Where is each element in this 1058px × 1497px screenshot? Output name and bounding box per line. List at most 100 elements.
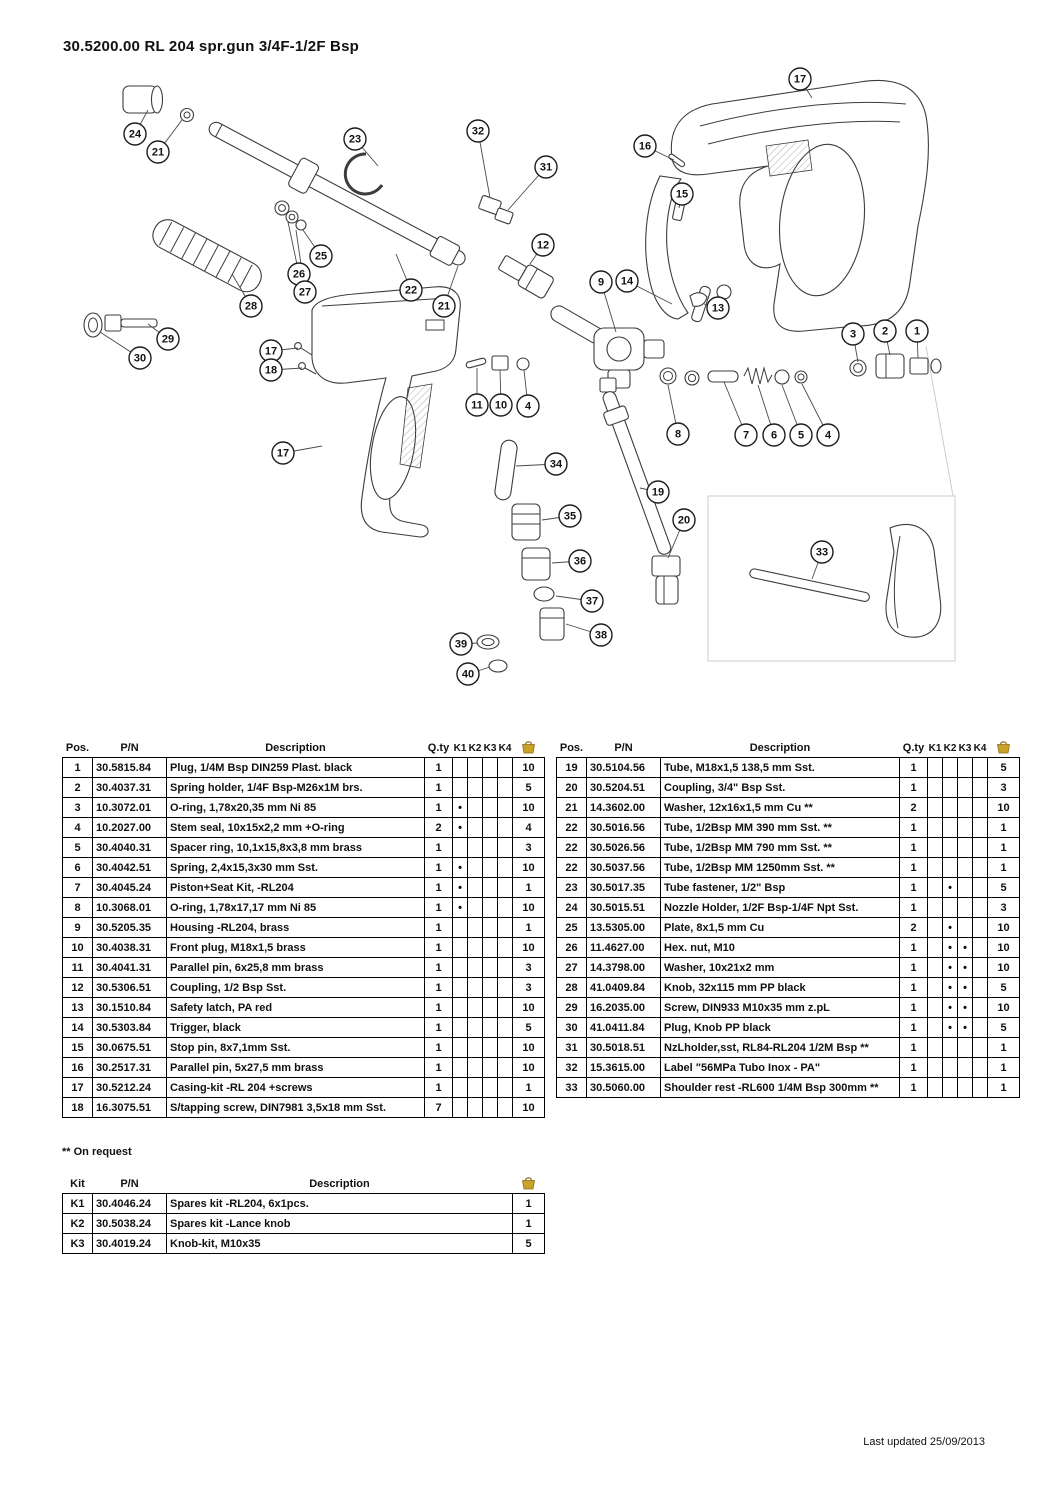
cell-k4 xyxy=(497,837,513,858)
part-handle-grip xyxy=(152,219,262,293)
callout-34: 34 xyxy=(544,452,568,476)
cell-qty: 1 xyxy=(899,977,928,998)
callout-circle xyxy=(558,504,582,528)
callout-circle xyxy=(399,278,423,302)
cell-k4 xyxy=(972,797,988,818)
cell-qty: 1 xyxy=(899,1037,928,1058)
callout-circle xyxy=(589,623,613,647)
cell-k1 xyxy=(927,817,943,838)
callout-circle xyxy=(672,508,696,532)
header-k3: K3 xyxy=(958,743,972,754)
cell-k4 xyxy=(497,1077,513,1098)
part-inlet-small-parts xyxy=(465,355,530,371)
basket-icon xyxy=(522,1177,535,1190)
callout-26: 26 xyxy=(287,262,311,286)
cell-qty: 1 xyxy=(424,877,453,898)
page-title: 30.5200.00 RL 204 spr.gun 3/4F-1/2F Bsp xyxy=(63,38,359,55)
cell-k2: • xyxy=(942,1017,958,1038)
cell-k1 xyxy=(927,797,943,818)
callout-circle xyxy=(788,67,812,91)
callout-number: 33 xyxy=(816,547,828,559)
cell-k4 xyxy=(497,997,513,1018)
callout-circle xyxy=(432,294,456,318)
cell-pn: 30.5060.00 xyxy=(586,1077,661,1098)
callout-number: 15 xyxy=(676,189,688,201)
cell-qty: 1 xyxy=(899,877,928,898)
cell-pack: 10 xyxy=(512,1037,545,1058)
cell-k1 xyxy=(452,1097,468,1118)
callout-27: 27 xyxy=(293,280,317,304)
cell-pack: 10 xyxy=(512,997,545,1018)
cell-pn: 30.5026.56 xyxy=(586,837,661,858)
cell-qty: 2 xyxy=(899,917,928,938)
cell-qty: 1 xyxy=(424,777,453,798)
cell-k3 xyxy=(482,997,498,1018)
cell-k4 xyxy=(497,797,513,818)
reference-panel xyxy=(707,345,956,662)
callout-number: 4 xyxy=(825,430,832,442)
header-k4: K4 xyxy=(973,743,987,754)
callout-circle xyxy=(456,662,480,686)
cell-k3 xyxy=(482,977,498,998)
callout-number: 27 xyxy=(299,287,311,299)
cell-pn: 13.5305.00 xyxy=(586,917,661,938)
cell-k2 xyxy=(467,997,483,1018)
footer-note: Last updated 25/09/2013 xyxy=(863,1436,985,1448)
cell-desc: Plug, Knob PP black xyxy=(660,1017,900,1038)
cell-pos: 24 xyxy=(556,897,587,918)
cell-pn: 30.5104.56 xyxy=(586,757,661,778)
cell-k3 xyxy=(482,757,498,778)
cell-k3: • xyxy=(957,957,973,978)
cell-k1 xyxy=(452,757,468,778)
callout-24: 24 xyxy=(123,122,147,146)
callout-4: 4 xyxy=(816,423,840,447)
cell-pos: 17 xyxy=(62,1077,93,1098)
cell-qty: 2 xyxy=(424,817,453,838)
cell-pack: 1 xyxy=(987,837,1020,858)
part-bolt xyxy=(83,312,158,338)
callout-circle xyxy=(531,233,555,257)
callout-number: 32 xyxy=(472,126,484,138)
header-desc: Description xyxy=(309,1178,370,1190)
cell-k2 xyxy=(467,957,483,978)
cell-k2: • xyxy=(942,957,958,978)
cell-desc: Stem seal, 10x15x2,2 mm +O-ring xyxy=(166,817,425,838)
cell-pn: 30.5018.51 xyxy=(586,1037,661,1058)
callout-37: 37 xyxy=(580,589,604,613)
cell-pack: 10 xyxy=(512,797,545,818)
cell-qty: 1 xyxy=(899,957,928,978)
cell-qty: 1 xyxy=(899,997,928,1018)
header-k1: K1 xyxy=(928,743,942,754)
cell-qty: 1 xyxy=(424,1037,453,1058)
cell-pack: 5 xyxy=(512,777,545,798)
cell-k2 xyxy=(467,977,483,998)
callout-number: 17 xyxy=(794,74,806,86)
callout-17: 17 xyxy=(788,67,812,91)
callout-number: 35 xyxy=(564,511,576,523)
callout-number: 8 xyxy=(675,429,681,441)
cell-pn: 30.5306.51 xyxy=(92,977,167,998)
part-left-casing xyxy=(311,286,461,538)
callout-39: 39 xyxy=(449,632,473,656)
cell-k2 xyxy=(467,1037,483,1058)
cell-k2 xyxy=(942,1077,958,1098)
callout-circle xyxy=(466,119,490,143)
header-pn: P/N xyxy=(120,742,139,754)
cell-k1 xyxy=(452,1037,468,1058)
callout-circle xyxy=(489,393,513,417)
callout-25: 25 xyxy=(309,244,333,268)
callout-number: 25 xyxy=(315,251,327,263)
callout-32: 32 xyxy=(466,119,490,143)
cell-k2 xyxy=(942,1037,958,1058)
callout-number: 10 xyxy=(495,400,507,412)
header-qty: Q.ty xyxy=(902,742,925,754)
